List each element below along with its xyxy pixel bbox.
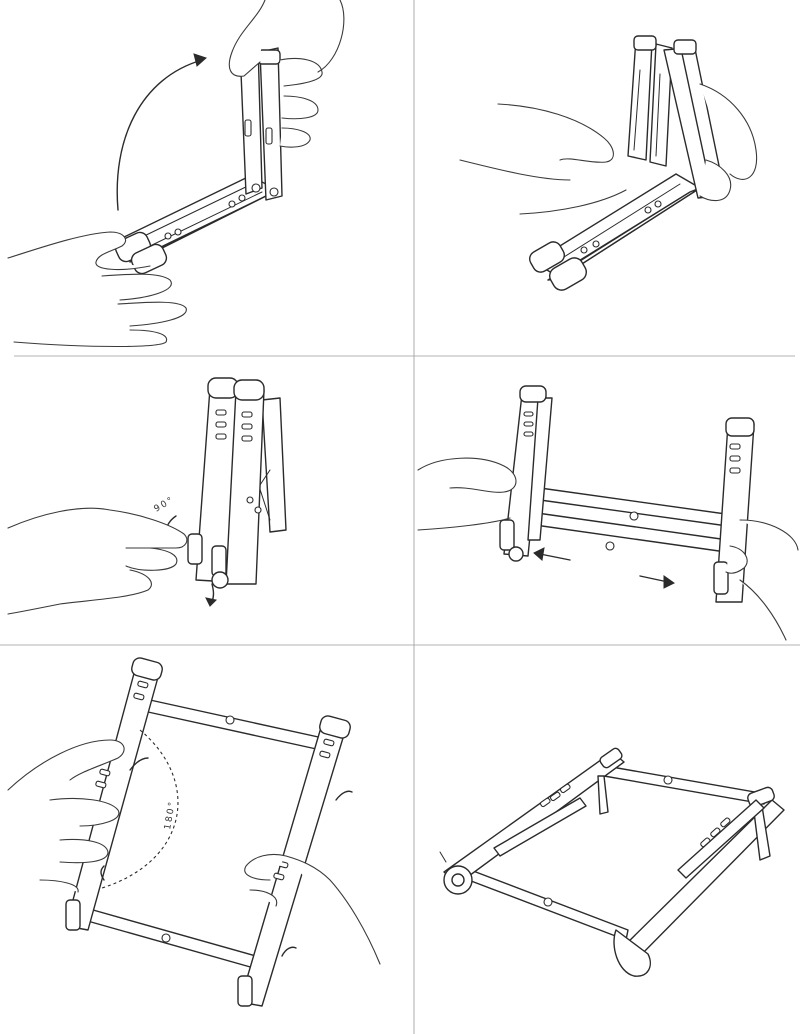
crossbar-frame bbox=[528, 488, 742, 552]
panel-step-4 bbox=[418, 386, 798, 640]
hand-left-5 bbox=[8, 740, 124, 892]
panel-step-1 bbox=[8, 0, 344, 347]
left-arm-5 bbox=[66, 656, 164, 930]
right-arm-6 bbox=[614, 786, 784, 976]
stand-base-horizontal-2 bbox=[527, 174, 700, 293]
rotate-arrow-5d bbox=[282, 947, 296, 956]
angle-180-label: 180° bbox=[163, 800, 178, 831]
back-support bbox=[262, 398, 286, 532]
arrow-left-4 bbox=[540, 554, 570, 560]
rotate-arrow-5c bbox=[336, 791, 352, 800]
hand-pointing-3 bbox=[8, 508, 187, 614]
panel-step-5: 180° bbox=[8, 656, 380, 1006]
panel-step-6 bbox=[440, 747, 784, 976]
arrow-head bbox=[194, 54, 206, 66]
hand-left-2 bbox=[460, 104, 626, 214]
hand-left-4 bbox=[418, 458, 516, 530]
panel-step-3: 90° bbox=[8, 378, 286, 614]
angle-90-label: 90° bbox=[153, 495, 177, 515]
front-arms bbox=[188, 378, 264, 588]
panel-step-2 bbox=[460, 36, 757, 293]
top-crossbar-6 bbox=[604, 766, 766, 804]
bottom-crossbar-6 bbox=[458, 866, 628, 940]
curved-arrow bbox=[117, 60, 202, 210]
left-arm-6 bbox=[440, 747, 624, 894]
right-upright-4 bbox=[714, 418, 754, 602]
